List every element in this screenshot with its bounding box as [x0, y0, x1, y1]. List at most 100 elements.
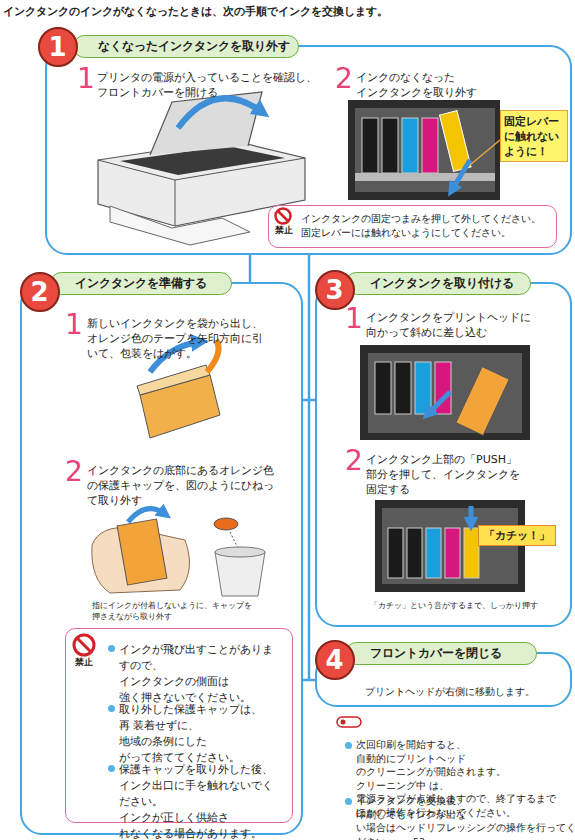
prohibit-text: インクタンクの固定つまみを押して外してください。 固定レバーには触れないようにし…	[301, 212, 541, 240]
ink-tank	[117, 519, 167, 585]
ink-tank	[435, 362, 451, 414]
step-heading: インクタンクを取り付ける	[345, 272, 531, 295]
print-head	[355, 108, 495, 192]
memo-item: インクタンクを交換後、印刷してもインクが出な い場合はヘッドリフレッシングの操作…	[345, 794, 572, 840]
prohibit-item: 保護キャップを取り外した後、 インク出口に手を触れないでく ださい。インクが正し…	[108, 761, 272, 840]
ink-tank	[375, 362, 391, 414]
print-head	[368, 353, 522, 433]
step-number-text: 4	[325, 647, 343, 673]
photo-frame	[360, 345, 530, 440]
motion-arrow	[428, 392, 450, 414]
ink-tank	[422, 118, 438, 173]
motion-arrow	[469, 506, 474, 524]
step-number-text: 1	[48, 34, 66, 60]
step-box: フロントカバーを閉じるプリントヘッドが右側に移動します。4	[315, 652, 572, 707]
cap-remove-illustration	[92, 509, 265, 596]
ink-tank	[407, 528, 422, 578]
prohibit-slash	[278, 211, 288, 221]
prohibit-label: 禁止	[69, 657, 99, 669]
ink-tank	[439, 111, 470, 172]
ink-remove-photo	[348, 100, 500, 200]
flow-connector	[303, 679, 315, 682]
tank-insert-photo	[360, 345, 530, 440]
prohibit-symbol	[276, 209, 291, 224]
figure-caption: 「カチッ」という音がするまで、しっかり押す	[370, 600, 546, 611]
prohibit-box: 禁止インクが飛び出すことがありま すので、インクタンクの側面は 強く押さないでく…	[65, 628, 293, 823]
tank-top	[137, 365, 210, 395]
paper-tray	[110, 206, 250, 245]
substep-number: 1	[77, 64, 95, 94]
fix-lever	[355, 173, 495, 181]
prohibit-item: 取り外した保護キャップは、再 装着せずに、地域の条例にした がって捨ててください…	[108, 701, 272, 765]
step-number-text: 2	[30, 279, 48, 305]
ink-tank	[395, 362, 411, 414]
ink-tank	[426, 528, 441, 578]
substep-text: インクのなくなった インクタンクを取り外す	[356, 70, 486, 100]
step-note: プリントヘッドが右側に移動します。	[365, 685, 565, 699]
prohibit-slash	[77, 638, 91, 652]
step-number-text: 3	[325, 277, 343, 303]
hand	[92, 528, 190, 593]
photo-frame	[375, 500, 525, 592]
substep-number: 2	[65, 457, 83, 487]
step-box: インクタンクを準備する2禁止インクが飛び出すことがありま すので、インクタンクの…	[20, 282, 303, 835]
flow-connector	[303, 399, 315, 402]
substep-number: 1	[345, 304, 363, 334]
prohibit-ring	[74, 635, 94, 655]
pencil-body	[337, 717, 361, 727]
photo-frame	[348, 100, 500, 200]
prohibit-ring	[276, 209, 291, 224]
ink-tank	[388, 528, 403, 578]
leader-line	[470, 140, 500, 165]
step-number: 2	[20, 272, 60, 312]
callout-text: 固定レバー に触れない ように！	[504, 114, 564, 159]
motion-arrow	[452, 160, 470, 190]
ink-tank	[362, 118, 378, 173]
prohibit-box: 禁止インクタンクの固定つまみを押して外してください。 固定レバーには触れないよう…	[268, 205, 557, 248]
sound-callout: 「カチッ！」	[478, 525, 556, 546]
prohibit-symbol	[74, 635, 94, 655]
substep-text: 新しいインクタンクを袋から出し、 オレンジ色のテープを矢印方向に引 いて、包装を…	[87, 316, 271, 361]
ink-tank	[402, 118, 418, 173]
substep-number: 2	[335, 64, 353, 94]
step-heading: フロントカバーを閉じる	[345, 642, 537, 665]
printer-body	[98, 140, 305, 226]
print-head	[382, 508, 518, 584]
protect-cap	[214, 518, 238, 530]
prohibit-label: 禁止	[269, 225, 299, 237]
callout-text: 「カチッ！」	[484, 528, 550, 543]
step-number: 4	[315, 640, 355, 680]
ink-tank	[382, 118, 398, 173]
step-heading: なくなったインクタンクを取り外す	[73, 35, 299, 58]
prohibit-item: インクが飛び出すことがありま すので、インクタンクの側面は 強く押さないでくださ…	[108, 641, 272, 705]
memo-icon	[337, 717, 361, 727]
flow-trunk	[308, 255, 311, 681]
page-title: インクタンクのインクがなくなったときは、次の手順でインクを交換します。	[3, 4, 388, 19]
pencil-tip	[341, 720, 346, 725]
substep-text: インクタンクの底部にあるオレンジ色 の保護キャップを、図のようにひねっ て取り外…	[87, 463, 282, 508]
step-heading: インクタンクを準備する	[50, 272, 232, 295]
tank-push-photo	[375, 500, 525, 592]
substep-text: インクタンク上部の「PUSH」 部分を押して、インクタンクを 固定する	[366, 452, 528, 497]
front-cover	[150, 92, 262, 155]
substep-text: プリンタの電源が入っていることを確認し、 フロントカバーを開ける	[97, 70, 325, 100]
substep-number: 2	[345, 446, 363, 476]
cup	[215, 552, 265, 596]
ink-tank	[140, 375, 220, 438]
printer-opening	[120, 146, 285, 175]
substep-text: インクタンクをプリントヘッドに 向かって斜めに差し込む	[366, 310, 539, 340]
printer-edge	[98, 158, 305, 226]
cup-rim	[215, 547, 265, 557]
motion-arrow	[128, 509, 165, 522]
motion-arrow	[178, 98, 262, 128]
drop-line	[230, 532, 238, 548]
figure-caption: 指にインクが付着しないように、キャップを 押さえながら取り外す	[92, 600, 260, 622]
flow-connector	[249, 255, 252, 282]
ink-tank	[445, 528, 460, 578]
printer-illustration	[98, 92, 305, 245]
